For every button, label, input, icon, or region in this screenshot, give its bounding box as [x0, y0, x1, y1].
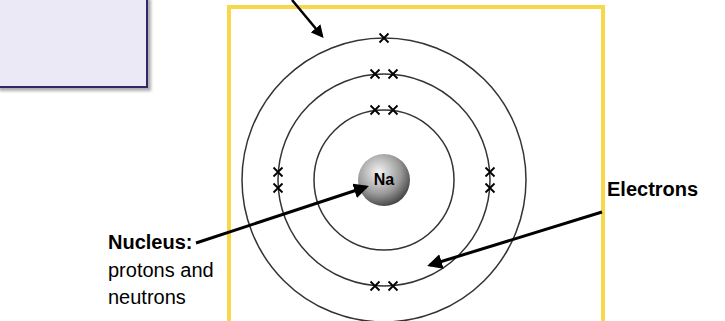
nucleus — [358, 154, 410, 206]
electron-cross — [274, 168, 283, 177]
electron-cross — [371, 282, 380, 291]
electron-shells — [242, 38, 526, 321]
leader-line — [430, 212, 602, 265]
frame — [229, 7, 603, 321]
electron-cross — [389, 282, 398, 291]
electrons — [274, 34, 495, 291]
part-name: Electrons — [607, 176, 698, 203]
element-symbol: Na — [374, 171, 394, 189]
electron-cross — [486, 168, 495, 177]
part-name: Nucleus: — [108, 229, 192, 256]
electron-cross — [389, 70, 398, 79]
part-description: protons and neutrons — [108, 257, 233, 311]
electron-cross — [371, 106, 380, 115]
electron-cross — [380, 34, 389, 43]
callout-box — [0, 0, 147, 87]
leader-line — [292, 0, 322, 36]
leader-line — [196, 187, 366, 243]
electron-cross — [371, 70, 380, 79]
electron-cross — [486, 184, 495, 193]
electron-cross — [389, 106, 398, 115]
electron-cross — [274, 184, 283, 193]
